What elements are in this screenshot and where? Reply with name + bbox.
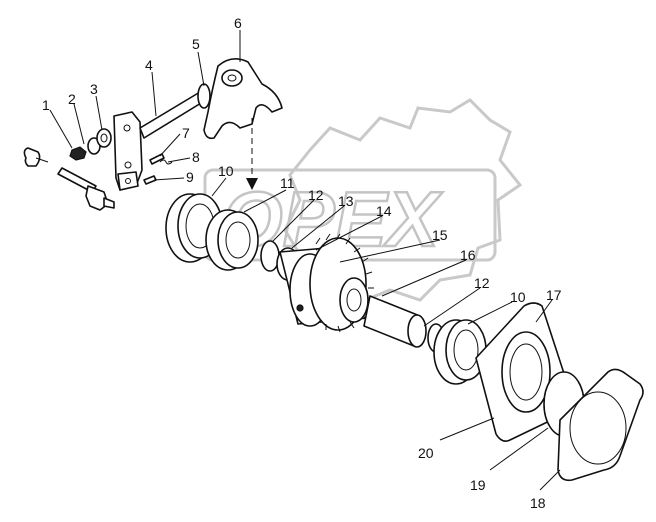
part-16-shaft <box>363 295 427 348</box>
callout-1: 1 <box>42 97 50 113</box>
leader-lines <box>49 30 561 491</box>
part-1-bolt <box>23 147 49 167</box>
part-8-spring <box>159 159 173 165</box>
callout-18: 18 <box>530 495 546 511</box>
rod-part <box>57 167 115 211</box>
callout-5: 5 <box>192 36 200 52</box>
callout-labels: 1 2 3 4 5 6 7 8 9 10 11 12 13 14 15 16 1… <box>42 15 562 511</box>
part-2-nut <box>69 146 87 161</box>
callout-17: 17 <box>546 287 562 303</box>
part-12-ring <box>260 240 280 272</box>
part-4-shaft-bracket <box>113 91 207 191</box>
callout-10-left: 10 <box>218 163 234 179</box>
callout-10-right: 10 <box>510 289 526 305</box>
callout-12-right: 12 <box>474 275 490 291</box>
part-11-bearing <box>205 209 259 271</box>
callout-4: 4 <box>145 57 153 73</box>
part-3-washer <box>87 128 112 155</box>
callout-13: 13 <box>338 193 354 209</box>
callout-8: 8 <box>192 149 200 165</box>
callout-3: 3 <box>90 81 98 97</box>
assembly-arrow <box>246 118 258 190</box>
part-18-gasket <box>557 368 644 482</box>
callout-2: 2 <box>68 91 76 107</box>
callout-14: 14 <box>376 203 392 219</box>
callout-9: 9 <box>186 169 194 185</box>
part-10-bearing-left <box>165 193 223 263</box>
callout-6: 6 <box>234 15 242 31</box>
callout-12-left: 12 <box>308 187 324 203</box>
part-6-shift-fork <box>203 58 283 140</box>
callout-7: 7 <box>182 125 190 141</box>
part-5-collar <box>197 83 211 109</box>
callout-11: 11 <box>280 175 295 191</box>
callout-16: 16 <box>460 247 476 263</box>
part-15-hub <box>339 277 369 323</box>
callout-15: 15 <box>432 227 448 243</box>
part-7-pin <box>149 153 165 165</box>
callout-20: 20 <box>418 445 434 461</box>
callout-19: 19 <box>470 477 486 493</box>
part-10-bearing-right <box>433 319 487 385</box>
